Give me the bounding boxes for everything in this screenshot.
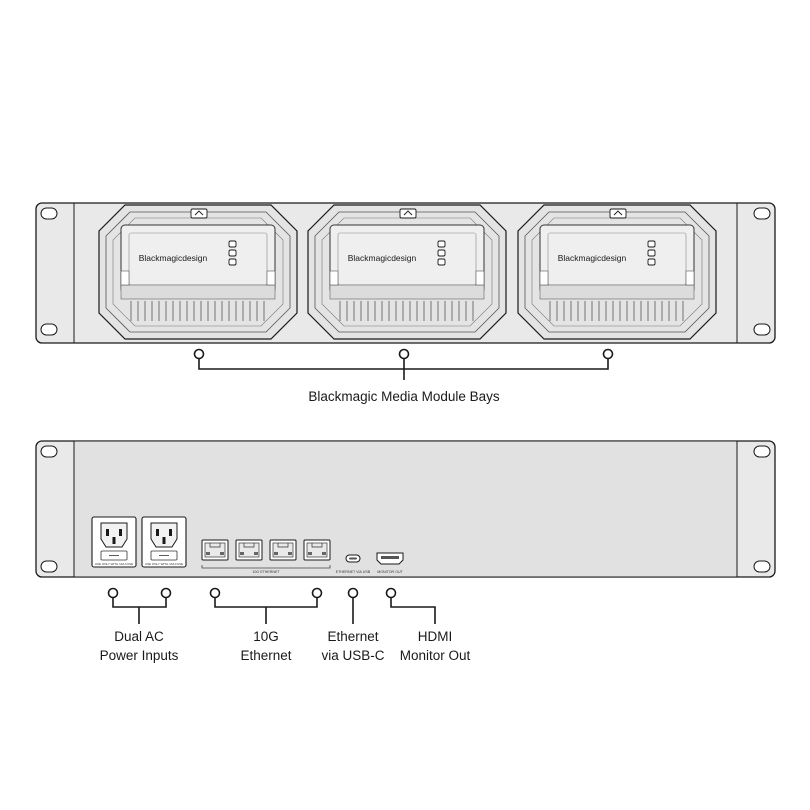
callout-line2: via USB-C [321,648,385,663]
rack-ear-hole [40,207,771,336]
usb-c-port[interactable] [345,554,361,563]
callout-line1: HDMI [417,629,453,644]
hdmi-port[interactable] [376,552,404,565]
media-module-bay[interactable]: Blackmagicdesign [517,204,717,340]
ac-power-inlet[interactable]: USE ONLY WITH 10A FUSE [91,516,137,568]
callout-dot [107,587,397,599]
bays-callout-line [198,359,609,380]
callout-line1: 10G [253,629,279,644]
fuse-caption: USE ONLY WITH 10A FUSE [145,562,183,566]
media-module-bay[interactable]: Blackmagicdesign [307,204,507,340]
usb-c-caption: ETHERNET VIA USB [336,570,371,574]
callout-line2: Ethernet [240,648,292,663]
callout-line1: Dual AC [114,629,164,644]
fuse-caption: USE ONLY WITH 10A FUSE [95,562,133,566]
bay-logo: Blackmagicdesign [139,253,208,263]
ethernet-port[interactable] [269,539,297,561]
rack-ear-hole [40,445,771,573]
callout-dot [193,348,614,360]
rear-callout-lines [112,598,436,624]
ethernet-port[interactable] [235,539,263,561]
callout-text: Blackmagic Media Module Bays [308,389,500,404]
callout-line2: Power Inputs [99,648,179,663]
callout-line1: Ethernet [327,629,379,644]
ethernet-port[interactable] [303,539,331,561]
bay-logo: Blackmagicdesign [348,253,417,263]
callout-hdmi-monitor-out: HDMI Monitor Out [390,627,480,665]
ethernet-caption: 10G ETHERNET [252,570,280,574]
callout-media-module-bays: Blackmagic Media Module Bays [254,387,554,406]
ethernet-group-bracket [201,565,331,569]
media-module-bay[interactable]: Blackmagicdesign [98,204,298,340]
bay-logo: Blackmagicdesign [558,253,627,263]
callout-line2: Monitor Out [399,648,471,663]
callout-dual-ac-power: Dual AC Power Inputs [79,627,199,665]
callout-ethernet-usb-c: Ethernet via USB-C [313,627,393,665]
callout-10g-ethernet: 10G Ethernet [216,627,316,665]
ethernet-port[interactable] [201,539,229,561]
front-panel: Blackmagicdesign Blackmagicdesign Blackm… [35,202,776,344]
rear-panel: USE ONLY WITH 10A FUSE USE ONLY WITH 10A… [35,440,776,578]
ac-power-inlet[interactable]: USE ONLY WITH 10A FUSE [141,516,187,568]
hdmi-caption: MONITOR OUT [377,570,403,574]
